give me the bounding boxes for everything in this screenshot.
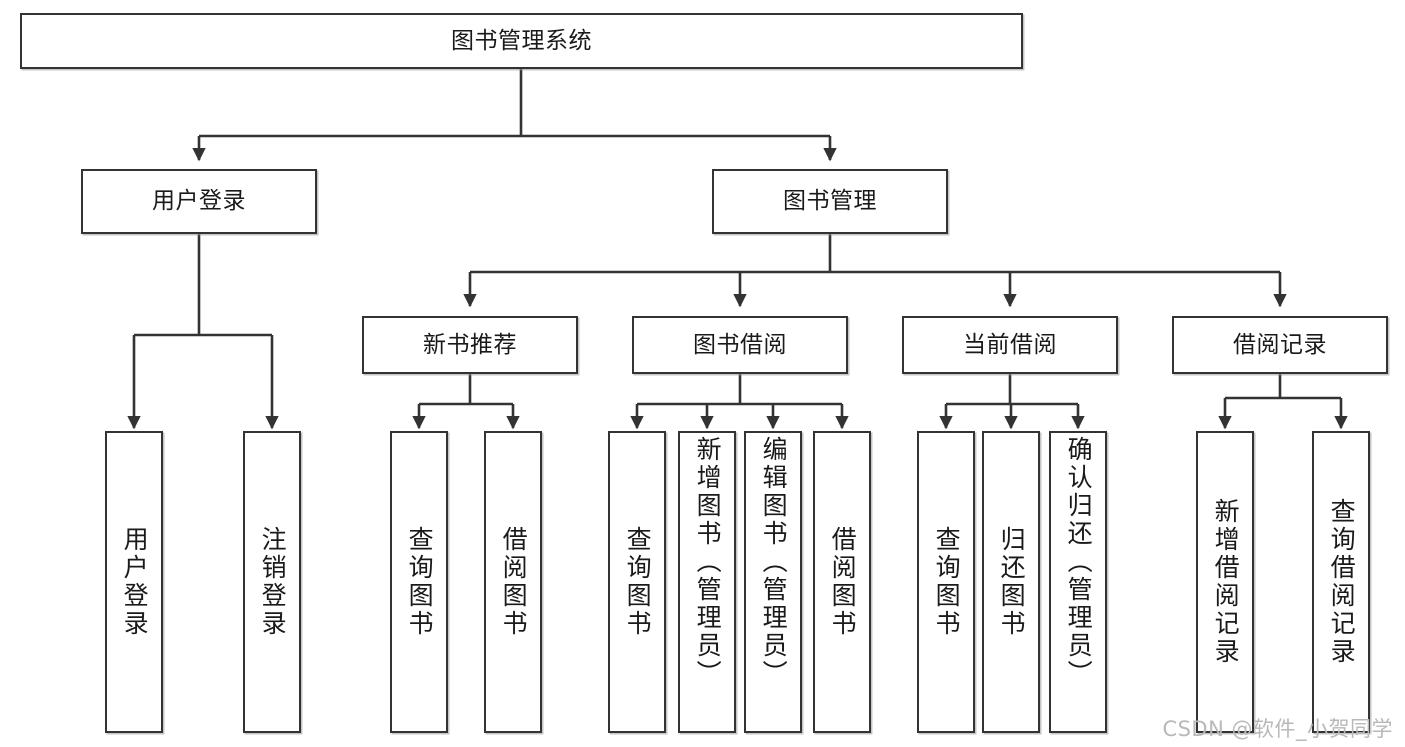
leaf-current-borrow-query[interactable]: 查询图书 [917, 431, 975, 733]
leaf-borrow-record-query[interactable]: 查询借阅记录 [1312, 431, 1370, 733]
node-label: 用户登录 [152, 188, 246, 215]
leaf-borrow-record-add[interactable]: 新增借阅记录 [1196, 431, 1254, 733]
node-label: 新增借阅记录 [1211, 498, 1241, 666]
node-label: 查询图书 [932, 526, 962, 638]
node-label: 借阅图书 [828, 526, 858, 638]
leaf-book-borrow-lend[interactable]: 借阅图书 [813, 431, 871, 733]
node-label: 查询借阅记录 [1327, 498, 1357, 666]
node-label: 新书推荐 [423, 331, 517, 358]
node-current-borrow[interactable]: 当前借阅 [902, 316, 1118, 374]
node-label: 确认归还（管理员） [1064, 436, 1094, 688]
node-borrow-record[interactable]: 借阅记录 [1172, 316, 1388, 374]
node-label: 新增图书（管理员） [693, 436, 723, 688]
watermark-text: CSDN @软件_小贺同学 [1162, 717, 1393, 741]
leaf-current-borrow-confirm[interactable]: 确认归还（管理员） [1049, 431, 1107, 733]
leaf-book-borrow-query[interactable]: 查询图书 [608, 431, 666, 733]
node-label: 借阅图书 [499, 526, 529, 638]
node-label: 归还图书 [997, 526, 1027, 638]
leaf-user-login-login[interactable]: 用户登录 [105, 431, 163, 733]
leaf-user-login-logout[interactable]: 注销登录 [243, 431, 301, 733]
node-label: 图书借阅 [693, 331, 787, 358]
node-user-login[interactable]: 用户登录 [81, 169, 317, 234]
node-book-borrow[interactable]: 图书借阅 [632, 316, 848, 374]
node-root-system[interactable]: 图书管理系统 [20, 13, 1023, 69]
node-label: 查询图书 [405, 526, 435, 638]
node-label: 借阅记录 [1233, 331, 1327, 358]
node-label: 编辑图书（管理员） [759, 436, 789, 688]
node-new-book-recommend[interactable]: 新书推荐 [362, 316, 578, 374]
node-book-management[interactable]: 图书管理 [712, 169, 948, 234]
leaf-book-borrow-add[interactable]: 新增图书（管理员） [678, 431, 736, 733]
leaf-book-borrow-edit[interactable]: 编辑图书（管理员） [744, 431, 802, 733]
node-label: 注销登录 [258, 526, 288, 638]
node-label: 图书管理 [783, 188, 877, 215]
leaf-new-book-query[interactable]: 查询图书 [390, 431, 448, 733]
node-label: 图书管理系统 [451, 27, 592, 54]
node-label: 用户登录 [120, 526, 150, 638]
node-label: 查询图书 [623, 526, 653, 638]
leaf-new-book-borrow[interactable]: 借阅图书 [484, 431, 542, 733]
node-label: 当前借阅 [963, 331, 1057, 358]
leaf-current-borrow-return[interactable]: 归还图书 [982, 431, 1040, 733]
